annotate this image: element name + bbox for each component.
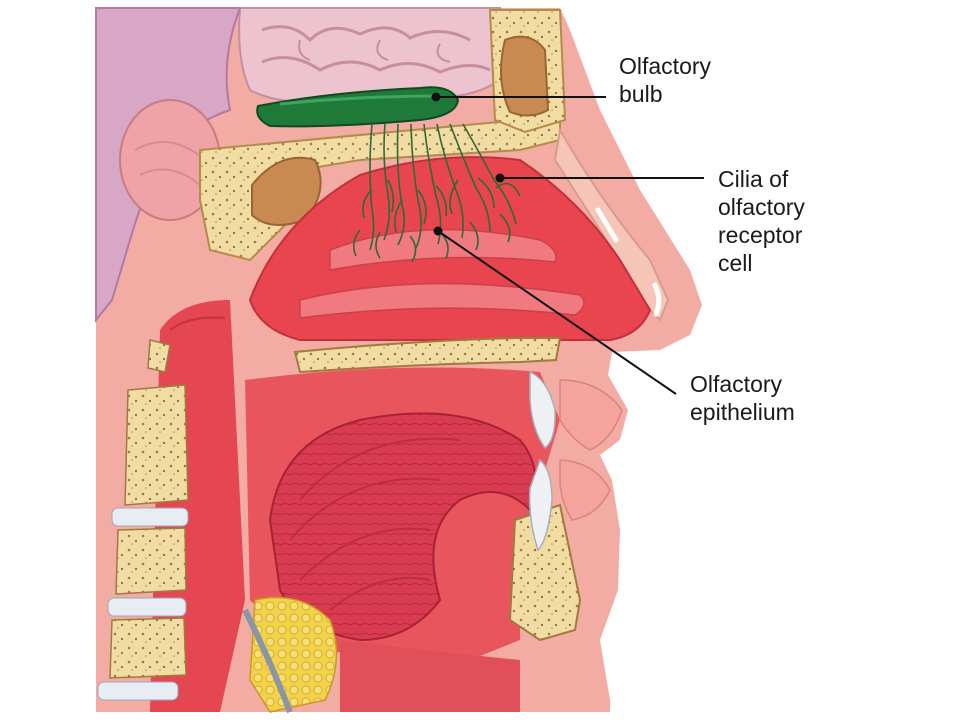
label-line: Olfactory bbox=[690, 371, 783, 397]
label-line: Cilia of bbox=[718, 166, 789, 192]
leader-dot-bulb bbox=[431, 92, 441, 102]
leader-dot-epithelium bbox=[433, 226, 443, 236]
leader-dot-cilia bbox=[495, 173, 505, 183]
olfactory-epithelium-label: Olfactory epithelium bbox=[690, 370, 795, 426]
olfactory-bulb bbox=[256, 86, 460, 128]
sinuses bbox=[251, 35, 550, 226]
label-line: Olfactory bbox=[619, 53, 712, 79]
lower-throat-tissue bbox=[242, 596, 520, 714]
nasal-cavity bbox=[248, 156, 652, 341]
label-line: cell bbox=[718, 250, 753, 276]
leader-lines bbox=[431, 92, 704, 395]
leader-line-epithelium bbox=[437, 230, 677, 395]
label-line: epithelium bbox=[690, 399, 795, 425]
tongue bbox=[268, 412, 537, 642]
cervical-vertebrae bbox=[97, 339, 189, 701]
hard-palate bbox=[293, 337, 562, 374]
olfactory-bulb-label: Olfactory bulb bbox=[619, 52, 711, 108]
label-line: olfactory bbox=[718, 194, 805, 220]
label-line: receptor bbox=[718, 222, 803, 248]
teeth bbox=[528, 370, 556, 552]
brain bbox=[238, 7, 501, 103]
cilia-label: Cilia of olfactory receptor cell bbox=[718, 165, 805, 277]
lips-and-chin bbox=[559, 379, 623, 521]
label-line: bulb bbox=[619, 81, 663, 107]
mandible bbox=[508, 503, 582, 642]
olfactory-receptor-fibers bbox=[352, 123, 521, 263]
